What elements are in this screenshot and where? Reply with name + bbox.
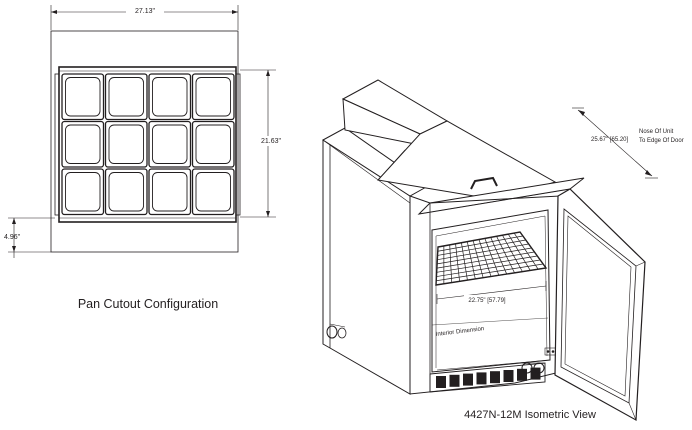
cutout-outer-frame [50, 30, 239, 253]
pan-well [108, 172, 144, 212]
pan-outline [104, 73, 148, 121]
shelf-wire [466, 241, 476, 280]
grille-frame [429, 362, 546, 393]
pan-outline [191, 120, 235, 168]
shelf-wire [513, 232, 539, 270]
pan-well [108, 77, 144, 117]
shelf-wire [436, 251, 535, 269]
grille-vent [449, 374, 460, 387]
grille-vent [517, 368, 527, 381]
grille-vent [436, 376, 446, 388]
shelf-wire [472, 240, 484, 278]
shelf-wire [437, 243, 529, 261]
grille-vent [503, 370, 514, 382]
isometric-view: 22.75" [57.79] Interior Dimension [322, 79, 684, 421]
pan-well [65, 77, 101, 117]
pan-well [108, 124, 144, 164]
pan-outline [148, 168, 192, 216]
shelf-wire [437, 239, 526, 256]
pan-well [152, 124, 188, 164]
pan-outline [61, 168, 105, 216]
shelf-wire [507, 233, 531, 271]
pan-well [195, 124, 231, 164]
pan-well [195, 77, 231, 117]
interior-dimension-note: Interior Dimension [436, 326, 485, 338]
shelf-wire [490, 237, 508, 275]
pan-well [152, 172, 188, 212]
grille-vent [530, 367, 541, 380]
width-dimension: 27.13" [50, 5, 239, 30]
shelf-wire [461, 242, 468, 281]
shelf-wire [449, 244, 453, 283]
pan-outline [191, 73, 235, 121]
shelf-wire [437, 235, 523, 252]
depth-dimension-label: 21.63" [261, 138, 282, 145]
grille-vent [463, 373, 473, 386]
isometric-caption: 4427N-12M Isometric View [464, 409, 596, 421]
door-clearance-note-line1: Nose Of Unit [639, 129, 674, 135]
shelf-wire [436, 263, 544, 282]
grille-vent [490, 371, 500, 384]
pan-grid [61, 73, 235, 216]
width-dimension-label: 27.13" [135, 8, 156, 15]
door-clearance-note-line2: To Edge Of Door [639, 138, 684, 144]
shelf-wire [436, 259, 541, 277]
shelf-wire [436, 255, 538, 273]
pan-well [65, 124, 101, 164]
wire-shelf [435, 231, 548, 286]
pan-cutout-view: 27.13" 21.63" 4.96" Pan Cutout Configura… [4, 5, 282, 311]
casters [326, 323, 545, 374]
pan-outline [104, 120, 148, 168]
door-clearance-label: 25.67" [65.20] [591, 137, 628, 143]
interior-width-label: 22.75" [57.79] [468, 298, 505, 304]
offset-dimension: 4.96" [4, 217, 55, 258]
pan-cutout-caption: Pan Cutout Configuration [78, 297, 218, 311]
shelf-wire [437, 247, 532, 265]
open-door [554, 188, 646, 421]
shelf-frame [435, 231, 548, 286]
pan-well [152, 77, 188, 117]
shelf-wire [455, 243, 460, 282]
lid-handle [470, 176, 498, 190]
pan-outline [61, 73, 105, 121]
pan-well [195, 172, 231, 212]
door-clearance-dimension: 25.67" [65.20] Nose Of Unit To Edge Of D… [572, 107, 684, 179]
pan-outline [61, 120, 105, 168]
shelf-wire [478, 239, 492, 277]
pan-well [65, 172, 101, 212]
interior-opening [431, 209, 551, 373]
grille-vent [476, 372, 487, 385]
shelf-wire [502, 235, 523, 272]
pan-outline [148, 120, 192, 168]
pan-outline [148, 73, 192, 121]
bottom-grille [429, 362, 546, 393]
interior-width-dimension: 22.75" [57.79] Interior Dimension [436, 281, 547, 338]
pan-outline [104, 168, 148, 216]
shelf-wire [484, 238, 500, 276]
depth-dimension: 21.63" [240, 69, 282, 218]
shelf-wire [496, 236, 515, 274]
offset-dimension-label: 4.96" [4, 234, 21, 241]
pan-outline [191, 168, 235, 216]
